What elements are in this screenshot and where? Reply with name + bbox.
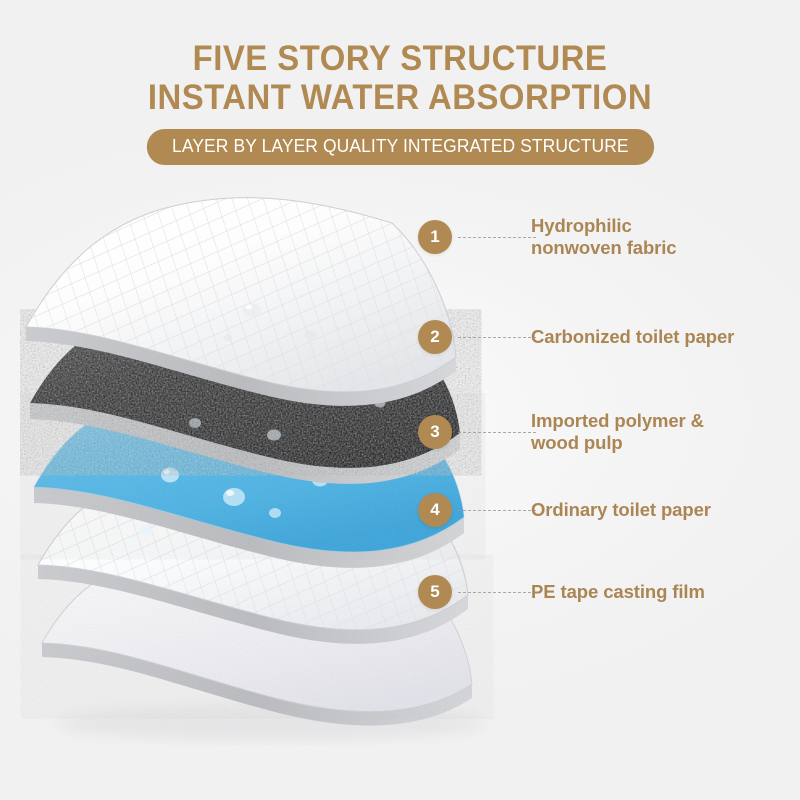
layer-badge-4[interactable]: 4 (418, 493, 452, 527)
layer-1-shape (25, 197, 457, 406)
water-droplets-top (223, 303, 316, 342)
layer-badge-5[interactable]: 5 (418, 575, 452, 609)
leader-line-2 (458, 337, 536, 338)
page-title-line-1: FIVE STORY STRUCTURE (192, 39, 608, 78)
layer-badge-2[interactable]: 2 (418, 320, 452, 354)
layer-label-1: Hydrophilic nonwoven fabric (531, 215, 677, 258)
layer-label-4: Ordinary toilet paper (531, 499, 711, 521)
header: FIVE STORY STRUCTURE INSTANT WATER ABSOR… (0, 39, 800, 166)
subtitle-badge: LAYER BY LAYER QUALITY INTEGRATED STRUCT… (146, 129, 654, 166)
page-title-line-2: INSTANT WATER ABSORPTION (147, 78, 653, 118)
leader-line-5 (458, 592, 536, 593)
layer-label-3: Imported polymer & wood pulp (531, 410, 704, 453)
layer-label-5: PE tape casting film (531, 581, 705, 603)
leader-line-1 (458, 237, 536, 238)
layer-badge-3[interactable]: 3 (418, 415, 452, 449)
leader-line-3 (458, 432, 536, 433)
layer-label-2: Carbonized toilet paper (531, 326, 735, 348)
layer-badge-1[interactable]: 1 (418, 220, 452, 254)
layer-stack-illustration (20, 175, 520, 745)
leader-line-4 (458, 510, 536, 511)
